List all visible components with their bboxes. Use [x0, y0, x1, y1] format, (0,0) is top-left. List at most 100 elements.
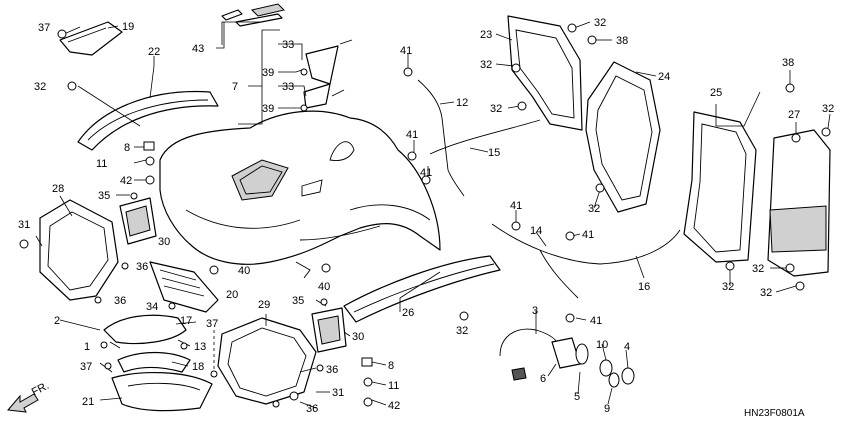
callout: 32 — [490, 103, 502, 115]
callout: 18 — [192, 361, 204, 373]
callout: 35 — [98, 190, 110, 202]
part-20-grille — [149, 261, 219, 313]
callout: 36 — [136, 261, 148, 273]
part-22-fender-trim — [77, 90, 219, 151]
callout: 5 — [574, 391, 580, 403]
screw-39-icon — [300, 104, 308, 112]
callout: 32 — [594, 17, 606, 29]
clamp-41-icon — [565, 313, 575, 323]
bolt-37-icon — [57, 29, 67, 39]
grommet-8-icon — [361, 357, 373, 367]
callout: 32 — [760, 287, 772, 299]
part-19-lid — [59, 21, 123, 56]
clamp-41-icon — [565, 231, 575, 241]
callout: 23 — [480, 29, 492, 41]
callout: 1 — [84, 341, 90, 353]
collar-11-icon — [363, 377, 373, 387]
hardware-fasteners — [19, 23, 831, 408]
callout: 15 — [488, 147, 500, 159]
clip-32-icon — [785, 263, 795, 273]
callout: 17 — [180, 315, 192, 327]
clip-32-icon — [511, 63, 521, 73]
part-15-tube — [429, 119, 541, 155]
bolt-31-icon — [289, 391, 299, 401]
part-24-side-panel — [585, 61, 661, 213]
callout: 32 — [588, 203, 600, 215]
front-direction-arrow-icon: FR. — [7, 380, 51, 413]
callout: 20 — [226, 289, 238, 301]
callout: 10 — [596, 339, 608, 351]
bolt-42-icon — [363, 397, 373, 407]
callout: 37 — [80, 361, 92, 373]
callout: 38 — [782, 57, 794, 69]
callout: 30 — [158, 236, 170, 248]
callout: 8 — [388, 360, 394, 372]
bolt-37-icon — [210, 370, 218, 378]
callout: 28 — [52, 183, 64, 195]
nut-40-icon — [321, 263, 331, 273]
part-16-tube — [491, 223, 681, 299]
callout: 36 — [114, 295, 126, 307]
clamp-41-icon — [421, 175, 431, 185]
callout: 21 — [82, 396, 94, 408]
clip-32-icon — [791, 133, 801, 143]
callout: 3 — [532, 305, 538, 317]
callout: 33 — [282, 81, 294, 93]
clip-32-icon — [795, 281, 805, 291]
callout: 39 — [262, 67, 274, 79]
nut-40-icon — [209, 265, 219, 275]
callout: 32 — [752, 263, 764, 275]
clip-32-icon — [459, 311, 469, 321]
clip-32-icon — [821, 127, 831, 137]
callout: 13 — [194, 341, 206, 353]
callout: 8 — [124, 142, 130, 154]
screw-34-icon — [168, 302, 176, 310]
callout: 2 — [54, 315, 60, 327]
callout: 37 — [38, 22, 50, 34]
callout: 42 — [120, 175, 132, 187]
callout: 33 — [282, 39, 294, 51]
part-3-harness — [499, 328, 561, 381]
callout: 9 — [604, 403, 610, 415]
clip-1-icon — [100, 341, 108, 349]
screw-36-icon — [316, 364, 324, 372]
part-33-decal-upper — [305, 39, 353, 85]
screw-36-icon — [272, 400, 280, 408]
callout: 12 — [456, 97, 468, 109]
clip-13-icon — [180, 342, 188, 350]
bolt-31-icon — [19, 239, 29, 249]
screw-39-icon — [300, 68, 308, 76]
part-21-lower-cover — [111, 372, 213, 412]
callout: 41 — [582, 229, 594, 241]
part-12-tube — [417, 79, 465, 197]
diagram-code: HN23F0801A — [744, 408, 805, 419]
part-23-side-panel — [507, 15, 583, 131]
part-18-trim — [117, 351, 191, 373]
part-30-duct-upper — [119, 197, 157, 245]
callout-labels: 37 19 43 7 33 39 33 39 22 32 8 11 42 35 … — [18, 17, 834, 415]
callout: 30 — [352, 331, 364, 343]
callout: 32 — [34, 81, 46, 93]
screw-35-icon — [130, 192, 138, 200]
callout: 41 — [510, 200, 522, 212]
callout: 35 — [292, 295, 304, 307]
callout: 41 — [406, 129, 418, 141]
screw-35-icon — [320, 298, 328, 306]
callout: 43 — [192, 43, 204, 55]
clip-32-icon — [67, 81, 77, 91]
bolt-38-icon — [587, 35, 597, 45]
callout: 24 — [658, 71, 670, 83]
callout: 16 — [638, 281, 650, 293]
callout: 42 — [388, 400, 400, 412]
callout: 36 — [306, 403, 318, 415]
callout: 11 — [388, 380, 399, 392]
front-direction-label: FR. — [30, 380, 51, 399]
callout: 6 — [540, 373, 546, 385]
callout: 32 — [722, 281, 734, 293]
bolt-37-icon — [104, 362, 112, 370]
callout: 14 — [530, 225, 542, 237]
callout: 37 — [206, 318, 218, 330]
callout: 32 — [822, 103, 834, 115]
